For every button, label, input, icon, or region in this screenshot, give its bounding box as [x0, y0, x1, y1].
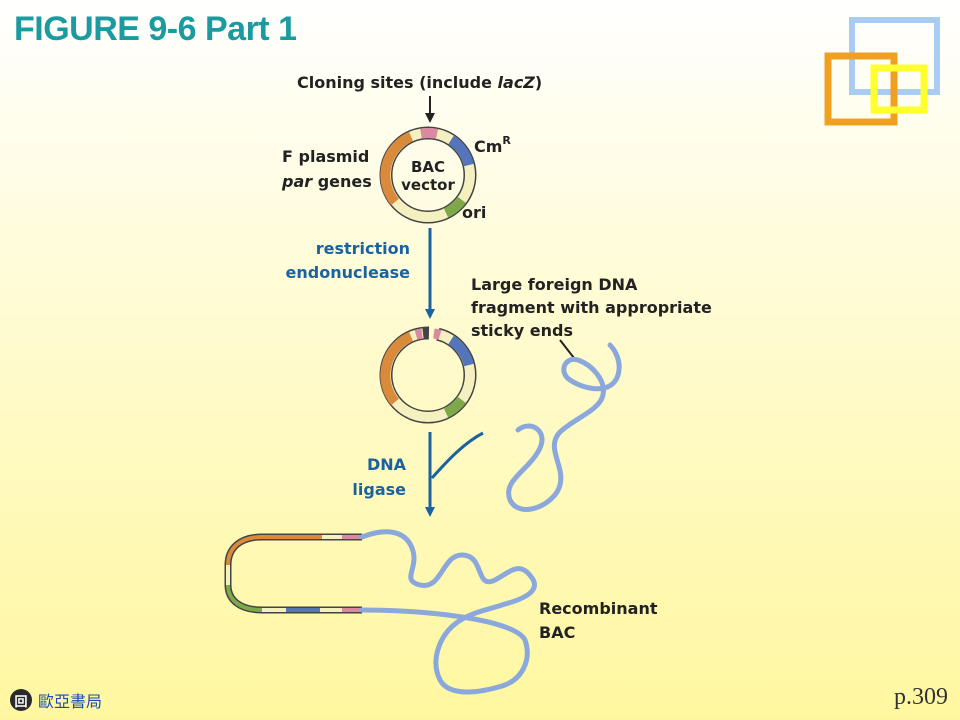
ligase-label: ligase: [352, 480, 406, 499]
endonuclease-label: endonuclease: [286, 263, 411, 282]
foreign-dna-label-1: Large foreign DNA: [471, 275, 638, 294]
cut-bac-plasmid: [379, 326, 477, 424]
bac-vector-plasmid: BAC vector: [379, 126, 477, 224]
ori-label: ori: [462, 203, 486, 222]
cloning-sites-label: Cloning sites (include lacZ): [297, 73, 542, 92]
restriction-label: restriction: [316, 239, 410, 258]
recombinant-label: Recombinant: [539, 599, 658, 618]
recombinant-bac: [224, 529, 537, 695]
vector-label: vector: [401, 176, 455, 194]
foreign-dna-pointer: [559, 339, 575, 359]
decorative-squares-icon: [824, 17, 940, 126]
publisher-footer: 回 歐亞書局: [10, 688, 102, 712]
recombinant-bac-label: BAC: [539, 623, 575, 642]
page-title: FIGURE 9-6 Part 1: [14, 10, 297, 48]
f-plasmid-label: F plasmid: [282, 147, 369, 166]
page-number: p.309: [894, 684, 948, 710]
foreign-dna-label-3: sticky ends: [471, 321, 573, 340]
par-genes-label: par genes: [281, 172, 372, 191]
ligase-curve: [430, 431, 484, 479]
dna-label: DNA: [367, 455, 407, 474]
foreign-dna-label-2: fragment with appropriate: [471, 298, 712, 317]
publisher-logo-icon: 回: [10, 689, 32, 711]
cm-resistance-label: CmR: [474, 134, 511, 156]
foreign-dna-fragment: [506, 342, 622, 512]
publisher-name: 歐亞書局: [38, 692, 103, 711]
bac-label: BAC: [411, 158, 445, 176]
